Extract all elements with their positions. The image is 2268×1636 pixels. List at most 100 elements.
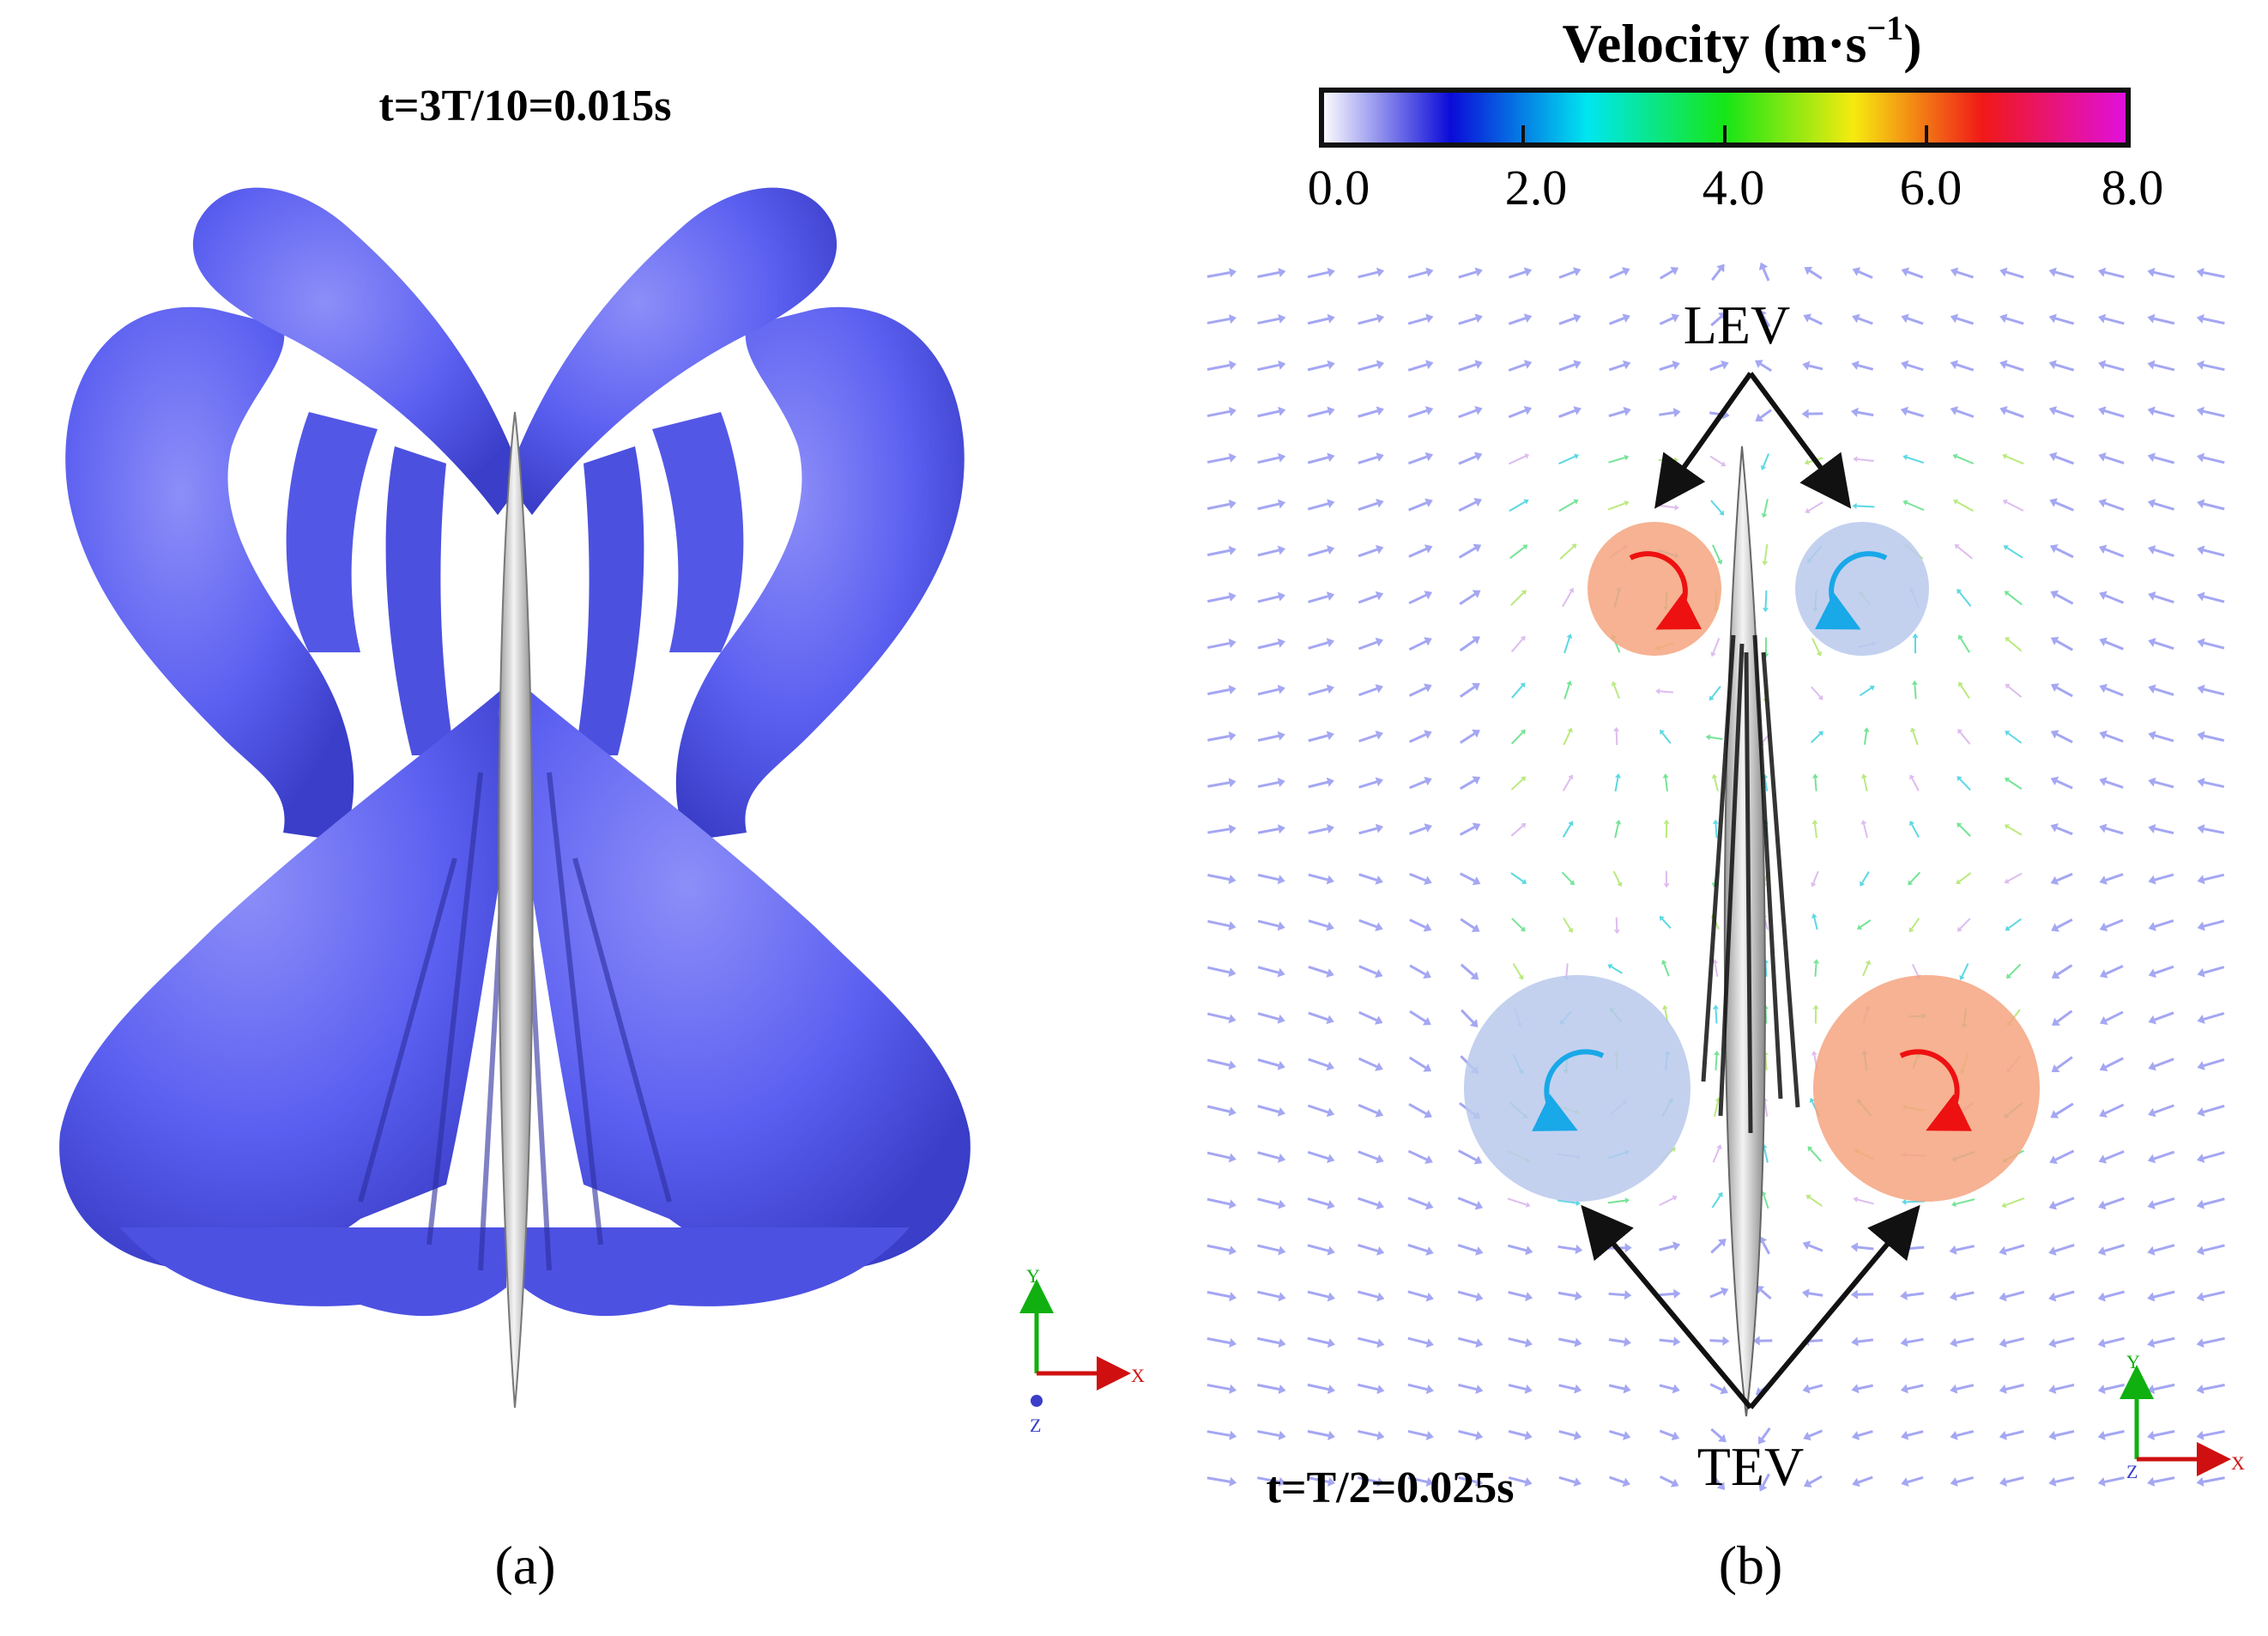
velocity-vector <box>1563 730 1571 746</box>
velocity-vector <box>2153 1430 2175 1437</box>
velocity-vector <box>2104 1150 2125 1160</box>
velocity-vector <box>1761 1427 1771 1439</box>
velocity-vector-head <box>1956 879 1962 885</box>
velocity-vector-head <box>1672 1384 1680 1394</box>
velocity-vector-head <box>2050 730 2059 739</box>
velocity-vector-head <box>1615 773 1621 779</box>
velocity-vector-head <box>1950 1384 1958 1394</box>
velocity-vector <box>1510 638 1524 653</box>
velocity-vector-head <box>1999 406 2008 415</box>
velocity-vector-head <box>1860 773 1867 779</box>
velocity-vector-head <box>2098 1154 2108 1164</box>
rotation-arrow-tev-right <box>1899 1049 1972 1131</box>
velocity-vector-head <box>1663 819 1670 824</box>
axis-x-label-b: X <box>2231 1452 2245 1474</box>
velocity-vector-head <box>1424 1109 1432 1118</box>
velocity-vector <box>1857 1198 1874 1205</box>
velocity-vector <box>1615 730 1618 746</box>
velocity-vector <box>1358 501 1378 512</box>
velocity-vector-head <box>2048 451 2058 462</box>
velocity-vector-head <box>2048 1292 2057 1302</box>
velocity-vector <box>2154 1011 2174 1021</box>
velocity-vector-head <box>2050 636 2059 645</box>
velocity-vector <box>1407 1197 1428 1207</box>
velocity-vector <box>1910 918 1920 930</box>
velocity-vector <box>2005 1476 2024 1483</box>
velocity-vector-head <box>1860 881 1866 887</box>
velocity-vector-head <box>1278 1199 1286 1209</box>
colorbar-tick-4: 8.0 <box>2102 160 2164 215</box>
velocity-vector-head <box>1718 1433 1727 1443</box>
velocity-vector-head <box>1720 1385 1729 1395</box>
velocity-vector <box>1715 1054 1718 1071</box>
velocity-vector-head <box>1277 684 1285 694</box>
velocity-vector <box>1257 688 1279 696</box>
velocity-vector <box>1512 963 1522 977</box>
velocity-vector-head <box>1327 1154 1335 1164</box>
velocity-vector <box>1257 1476 1279 1483</box>
velocity-vector <box>1408 687 1427 697</box>
velocity-vector <box>1207 735 1230 742</box>
velocity-vector <box>2203 1336 2225 1345</box>
velocity-vector-head <box>1574 1384 1582 1394</box>
velocity-vector <box>1956 455 1975 465</box>
velocity-vector-head <box>1277 591 1285 602</box>
velocity-vector-head <box>2048 267 2057 277</box>
velocity-vector-head <box>1277 875 1285 885</box>
velocity-vector <box>1907 409 1924 418</box>
velocity-vector-head <box>1523 313 1533 323</box>
velocity-vector-head <box>2097 1338 2106 1348</box>
velocity-vector-head <box>1911 680 1918 685</box>
colorbar-title: Velocity (m·s−1) <box>1562 9 1921 74</box>
velocity-vector <box>1207 364 1231 371</box>
velocity-vector-head <box>2049 1155 2058 1165</box>
velocity-vector-head <box>1228 1153 1237 1163</box>
velocity-vector-head <box>1475 1338 1484 1348</box>
velocity-vector-head <box>1278 1385 1286 1395</box>
velocity-vector <box>1763 1148 1769 1163</box>
velocity-vector <box>1257 641 1279 650</box>
velocity-vector-head <box>2196 1430 2204 1440</box>
velocity-vector-head <box>1327 267 1335 277</box>
velocity-vector-head <box>1758 262 1769 271</box>
velocity-vector <box>1457 1197 1478 1207</box>
velocity-vector <box>1957 270 1974 279</box>
velocity-vector-head <box>2147 267 2156 277</box>
velocity-vector <box>1458 1383 1477 1391</box>
velocity-vector-head <box>1471 682 1480 691</box>
velocity-vector <box>1960 638 1970 653</box>
velocity-vector-head <box>1471 924 1480 932</box>
velocity-vector-head <box>1229 314 1237 324</box>
velocity-vector <box>1607 502 1626 511</box>
velocity-vector <box>1661 918 1672 929</box>
velocity-vector-head <box>2050 823 2059 833</box>
velocity-vector <box>1207 1337 1231 1344</box>
velocity-vector <box>1659 411 1674 416</box>
velocity-vector <box>2203 780 2225 789</box>
velocity-vector-head <box>1376 1246 1385 1256</box>
velocity-vector <box>2154 641 2174 650</box>
velocity-vector-head <box>1801 409 1809 419</box>
velocity-vector-head <box>1999 1245 2007 1256</box>
velocity-vector <box>1911 778 1920 791</box>
panel-b-caption: (b) <box>1719 1535 1783 1596</box>
rotation-arrow-lev-left <box>1629 551 1702 630</box>
velocity-vector <box>1257 734 1279 742</box>
velocity-vector <box>1709 1290 1723 1299</box>
velocity-vector-head <box>2148 1061 2156 1071</box>
velocity-vector <box>2203 827 2225 834</box>
velocity-vector <box>1711 544 1721 561</box>
velocity-vector <box>2054 1336 2075 1345</box>
velocity-vector-head <box>1999 1292 2007 1302</box>
velocity-vector <box>1808 1384 1823 1391</box>
velocity-vector <box>2005 1197 2025 1206</box>
velocity-vector <box>1358 270 1378 279</box>
velocity-vector <box>2104 1103 2125 1115</box>
velocity-vector <box>1358 594 1378 604</box>
velocity-vector <box>1763 778 1769 791</box>
velocity-vector <box>1861 871 1870 883</box>
velocity-vector <box>1658 504 1675 509</box>
velocity-vector-head <box>1278 406 1286 416</box>
velocity-vector-head <box>1622 1477 1630 1488</box>
velocity-vector-head <box>1518 974 1524 980</box>
